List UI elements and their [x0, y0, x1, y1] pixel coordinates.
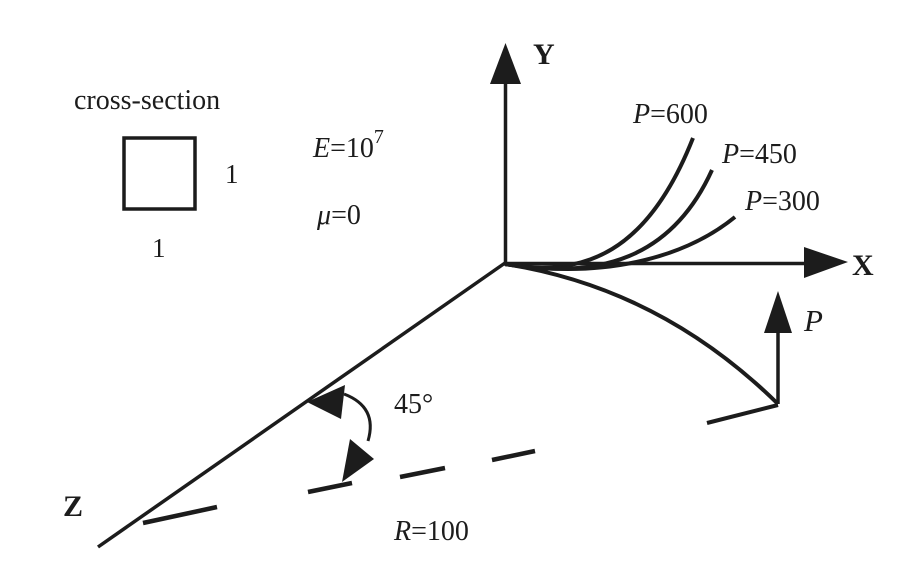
dash-segment: [142, 504, 218, 526]
undeformed-beam-curve: [504, 262, 780, 406]
radius-value: =100: [411, 516, 469, 547]
angle-lower-arrowhead-icon: [342, 439, 374, 482]
y-axis-arrowhead-icon: [490, 43, 521, 84]
curve-p450-value: =450: [739, 139, 797, 170]
poisson-value: =0: [331, 200, 361, 231]
dash-segment: [399, 465, 446, 480]
poisson-label: μ=0: [316, 200, 361, 231]
cross-section-label: cross-section: [74, 85, 220, 116]
curve-p300-variable: P: [744, 186, 762, 217]
y-axis-label: Y: [533, 38, 555, 71]
cross-section-square: [122, 136, 197, 211]
deflection-curve-p450: [504, 169, 714, 271]
modulus-exponent: 7: [374, 126, 384, 148]
curve-p600-value: =600: [650, 99, 708, 130]
curve-label-p600: P=600: [632, 99, 708, 130]
radius-dashed-line: [142, 448, 536, 526]
z-axis-line: [96, 261, 507, 549]
z-axis-label: Z: [63, 490, 83, 523]
radius-variable: R: [393, 516, 411, 547]
angle-upper-arrowhead-icon: [307, 385, 345, 419]
deflection-curve-p600: [504, 137, 695, 270]
dash-segment: [491, 448, 536, 463]
curve-p600-variable: P: [632, 99, 650, 130]
modulus-variable: E: [312, 133, 330, 164]
beam-tip-segment: [706, 403, 779, 425]
angle-arc-arrow: [343, 392, 372, 442]
cross-section-height-label: 1: [225, 159, 239, 189]
cross-section-width-label: 1: [152, 233, 166, 263]
dash-segment: [307, 480, 353, 495]
x-axis-label: X: [852, 249, 874, 282]
modulus-value: =10: [330, 133, 374, 164]
deflection-curve-p300: [504, 215, 737, 271]
load-label: P: [803, 303, 823, 338]
angle-label: 45°: [394, 389, 433, 420]
poisson-variable: μ: [316, 200, 331, 231]
curve-p300-value: =300: [762, 186, 820, 217]
curve-p450-variable: P: [721, 139, 739, 170]
modulus-label: E=107: [312, 126, 384, 164]
curve-label-p450: P=450: [721, 139, 797, 170]
load-arrowhead-icon: [764, 291, 792, 333]
radius-label: R=100: [393, 516, 469, 547]
x-axis-arrowhead-icon: [804, 247, 848, 278]
curve-label-p300: P=300: [744, 186, 820, 217]
